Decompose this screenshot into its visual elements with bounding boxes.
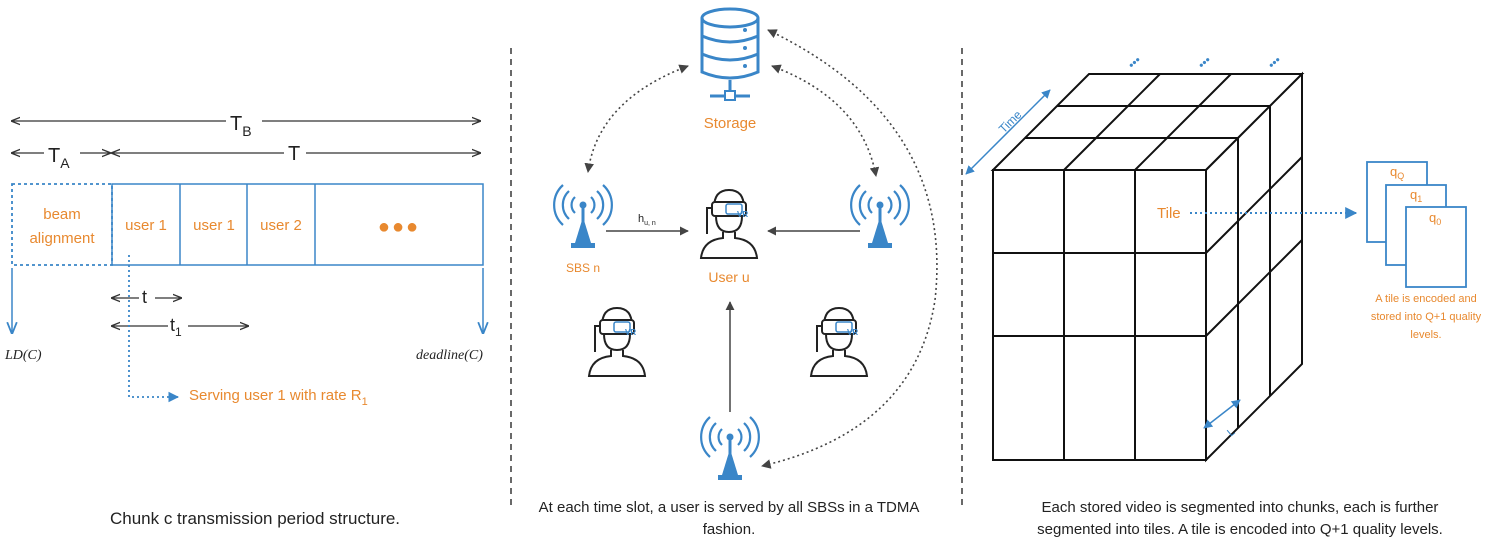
t-small-label: t: [142, 287, 147, 307]
sbs-label: SBS n: [566, 261, 600, 275]
user-left-icon: VR: [588, 307, 646, 377]
middle-caption-line1: At each time slot, a user is served by a…: [539, 499, 920, 516]
sbs-right-icon: [849, 183, 911, 250]
sbs-left-icon: [552, 183, 614, 250]
left-caption: Chunk c transmission period structure.: [110, 509, 400, 528]
vr-badge: VR: [737, 210, 748, 219]
right-caption-line1: Each stored video is segmented into chun…: [1042, 499, 1439, 516]
serving-label: Serving user 1 with rate R1: [189, 387, 368, 408]
link-storage-sbs-bottom: [761, 29, 938, 469]
quality-q-top: qQ: [1390, 164, 1404, 181]
dots-1: •••: [1125, 53, 1144, 72]
storage-icon: [700, 7, 760, 101]
t1-label: t1: [170, 315, 182, 339]
serving-connector: [128, 255, 180, 403]
ta-label: TA: [48, 145, 70, 171]
quality-q-front: q0: [1429, 210, 1441, 227]
dots-3: •••: [1265, 53, 1284, 72]
cell-beam: beam: [43, 206, 81, 223]
user-u-label: User u: [708, 269, 749, 285]
svg-text:VR: VR: [847, 328, 858, 337]
storage-label: Storage: [704, 115, 757, 132]
deadline-label: deadline(C): [416, 348, 483, 363]
cell-alignment: alignment: [29, 230, 95, 247]
middle-caption-line2: fashion.: [703, 521, 756, 538]
right-caption-line2: segmented into tiles. A tile is encoded …: [1037, 521, 1443, 538]
left-panel: TB TA T beam alignment user 1 user 1 use…: [4, 108, 483, 528]
cell-user2: user 2: [260, 217, 302, 234]
note-line-3: levels.: [1410, 329, 1441, 341]
video-cube: [990, 71, 1305, 463]
t-label: T: [288, 143, 300, 165]
l-arrow: [1203, 399, 1241, 429]
cell-ellipsis: ●●●: [378, 216, 420, 238]
beam-alignment-cell: [11, 183, 113, 266]
user-u-icon: VR: [700, 189, 758, 259]
time-arrow: [965, 89, 1051, 175]
user-right-icon: VR: [810, 307, 868, 377]
quality-q-mid: q1: [1410, 187, 1422, 204]
quality-stack: [1366, 161, 1467, 288]
tile-label: Tile: [1157, 205, 1181, 222]
middle-panel: Storage SBS n hu, n VR User u VR: [539, 7, 938, 538]
link-storage-sbs-left: [584, 64, 689, 173]
cell-user1-b: user 1: [193, 217, 235, 234]
right-panel: ••• ••• ••• Time L Tile qQ q1 q0 A tile …: [965, 53, 1482, 538]
time-label: Time: [996, 107, 1025, 136]
note-line-1: A tile is encoded and: [1375, 293, 1477, 305]
dots-2: •••: [1195, 53, 1214, 72]
svg-text:VR: VR: [625, 328, 636, 337]
note-line-2: stored into Q+1 quality: [1371, 311, 1482, 323]
cell-user1-a: user 1: [125, 217, 167, 234]
channel-label: hu, n: [638, 213, 656, 227]
ld-label: LD(C): [4, 348, 42, 363]
link-storage-sbs-right: [771, 64, 880, 177]
sbs-bottom-icon: [699, 415, 761, 482]
timeline-box: [111, 183, 484, 266]
tb-label: TB: [230, 113, 252, 139]
